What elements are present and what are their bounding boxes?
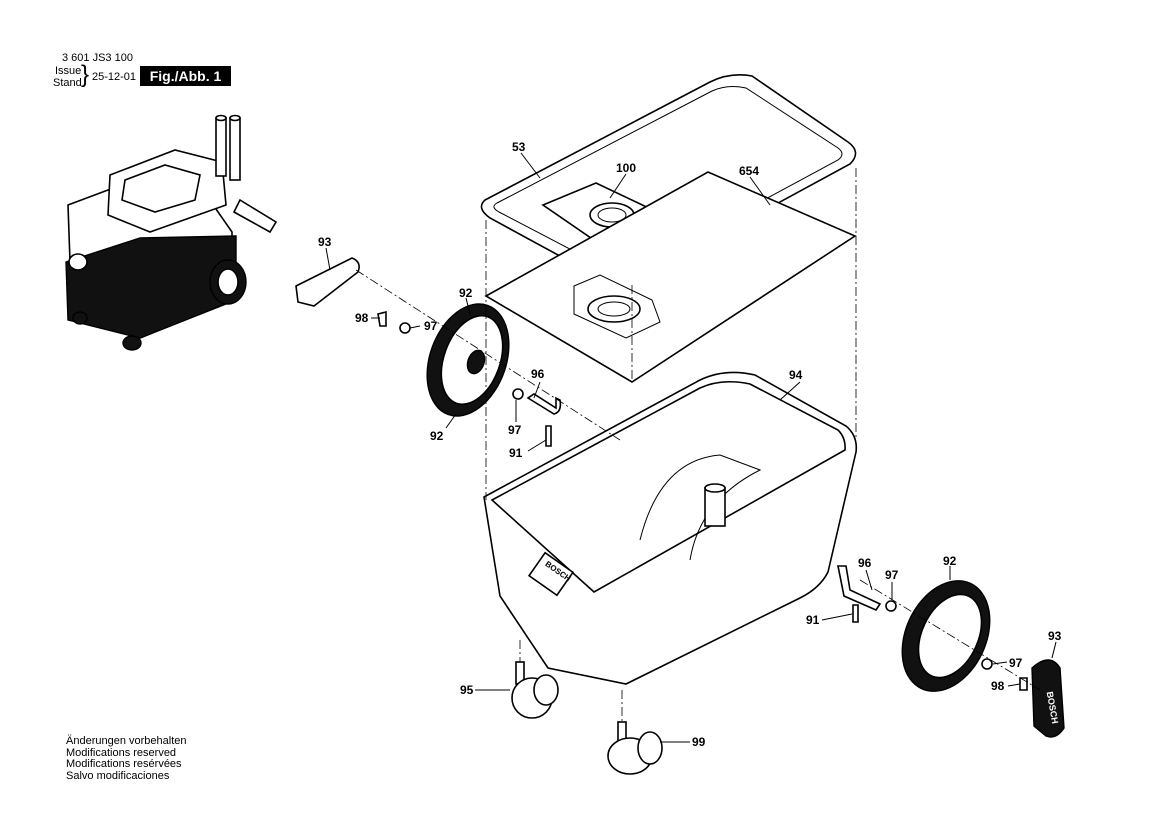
callout-91-right: 91 (806, 613, 820, 627)
callout-99: 99 (692, 735, 706, 749)
stand-label: Stand (53, 77, 82, 89)
assembly-lines (355, 168, 1041, 722)
container-part-94: BOSCH (483, 371, 858, 685)
washer-part-97-left (399, 322, 411, 334)
vacuum-overview-illustration (65, 114, 278, 351)
caster-part-99 (607, 721, 663, 775)
screw-part-91-right (852, 604, 859, 623)
callout-92-left-bottom: 92 (430, 429, 444, 443)
brace-icon: } (81, 61, 90, 88)
callout-96-right: 96 (858, 556, 872, 570)
callouts: 53 100 654 93 92 98 97 96 94 92 97 91 92… (318, 140, 1062, 749)
callout-95: 95 (460, 683, 474, 697)
issue-label: Issue (55, 65, 82, 77)
callout-98-right: 98 (991, 679, 1005, 693)
clip-part-93-right (1031, 659, 1065, 738)
seal-frame-part-53 (480, 74, 857, 285)
callout-93-left: 93 (318, 235, 332, 249)
callout-92-top: 92 (459, 286, 473, 300)
washer-part-97-right-top (885, 600, 897, 612)
filter-bag-part-654 (484, 171, 857, 383)
callout-97-right-top: 97 (885, 568, 899, 582)
washer-part-97-mid (512, 388, 524, 400)
washer-part-97-right (981, 658, 993, 670)
footer-line: Salvo modificaciones (66, 769, 170, 782)
axle-part-96-left (526, 393, 562, 415)
callout-97-right: 97 (1009, 656, 1023, 670)
clip-part-93-left (295, 257, 360, 307)
wheel-part-92-right (901, 580, 991, 692)
callout-97-left-bottom: 97 (508, 423, 522, 437)
callout-98-left: 98 (355, 311, 369, 325)
callout-97-left: 97 (424, 319, 438, 333)
callout-93-right: 93 (1048, 629, 1062, 643)
axle-part-96-right (837, 565, 882, 612)
callout-96-left: 96 (531, 367, 545, 381)
figure-label: Fig./Abb. 1 (140, 66, 231, 86)
callout-91-left: 91 (509, 446, 523, 460)
footer-line: Modifications resérvées (66, 758, 182, 770)
footer-line: Änderungen vorbehalten (66, 735, 187, 747)
callout-94: 94 (789, 368, 803, 382)
callout-53: 53 (512, 140, 526, 154)
callout-654: 654 (739, 164, 759, 178)
footer-line: Modifications reserved (66, 746, 177, 759)
callout-100: 100 (616, 161, 636, 175)
screw-part-98-left (377, 310, 387, 327)
caster-part-95 (511, 661, 559, 719)
leader-lines (325, 152, 1057, 743)
callout-92-right: 92 (943, 554, 957, 568)
part-number: 3 601 JS3 100 (62, 52, 133, 64)
issue-date: 25-12-01 (92, 71, 137, 83)
wheel-part-92-left (426, 303, 510, 417)
screw-part-91-left (545, 425, 552, 447)
footer-notes: Änderungen vorbehalten Modifications res… (66, 735, 187, 782)
